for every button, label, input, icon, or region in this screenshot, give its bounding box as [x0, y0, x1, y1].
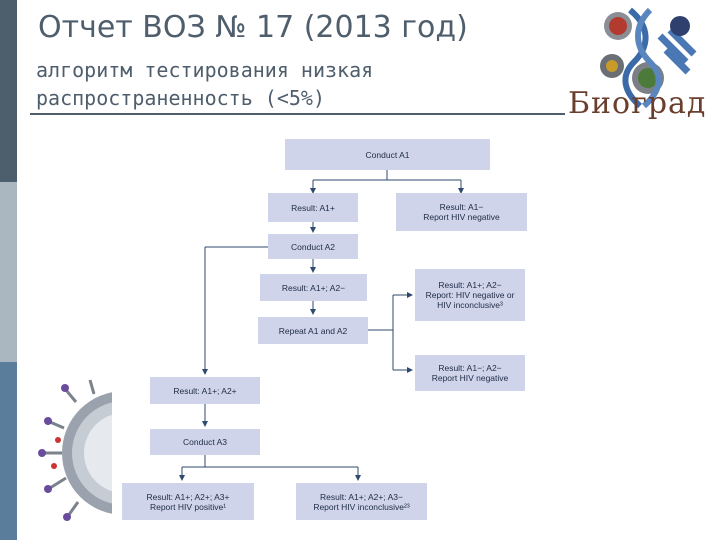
sidebar-stripe-light	[0, 182, 17, 362]
conduct-a2-box: Conduct A2	[268, 234, 358, 259]
result-positive-box: Result: A1+; A2+; A3+ Report HIV positiv…	[122, 483, 254, 520]
result-inconclusive-a3-line2: Report HIV inconclusive²³	[313, 501, 410, 512]
result-positive-line1: Result: A1+; A2+; A3+	[146, 491, 230, 502]
result-a1-positive-label: Result: A1+	[291, 202, 335, 213]
subtitle-line-2: распространенность (<5%)	[36, 86, 325, 110]
result-a1pos-a2neg-box: Result: A1+; A2−	[260, 274, 367, 301]
conduct-a1-box: Conduct A1	[285, 139, 490, 170]
virus-illustration-icon	[38, 379, 124, 521]
repeat-a1-a2-box: Repeat A1 and A2	[258, 317, 368, 344]
slide-title: Отчет ВОЗ № 17 (2013 год)	[38, 10, 468, 45]
result-a1-negative-line1: Result: A1−	[439, 202, 484, 212]
result-positive-line2: Report HIV positive¹	[149, 501, 227, 512]
result-inconclusive-line3: HIV inconclusive³	[437, 300, 503, 310]
sidebar-stripe-dark	[0, 0, 17, 182]
subtitle-line-1: алгоритм тестирования низкая	[36, 58, 374, 82]
repeat-a1-a2-label: Repeat A1 and A2	[278, 325, 348, 336]
result-inconclusive-a3-box: Result: A1+; A2+; A3− Report HIV inconcl…	[296, 483, 427, 520]
result-a1-negative-box: Result: A1− Report HIV negative	[396, 193, 527, 231]
result-a1a2-positive-label: Result: A1+; A2+	[173, 385, 237, 396]
result-a1-positive-box: Result: A1+	[268, 193, 358, 222]
biograd-logo-text: Биоград	[568, 86, 707, 121]
conduct-a1-label: Conduct A1	[365, 149, 410, 160]
sidebar-stripe-blue	[0, 362, 17, 540]
conduct-a3-label: Conduct A3	[183, 437, 227, 447]
result-both-negative-box: Result: A1−; A2− Report HIV negative	[415, 355, 525, 391]
conduct-a3-box: Conduct A3	[150, 429, 260, 455]
result-a1pos-a2neg-label: Result: A1+; A2−	[281, 282, 346, 293]
title-underline	[30, 113, 565, 115]
biograd-logo-icon	[600, 7, 697, 109]
result-both-negative-line2: Report HIV negative	[431, 373, 509, 383]
slide-subtitle: алгоритм тестирования низкая распростран…	[36, 56, 373, 112]
result-both-negative-line1: Result: A1−; A2−	[438, 363, 502, 373]
result-inconclusive-line1: Result: A1+; A2−	[438, 280, 502, 290]
result-inconclusive-box: Result: A1+; A2− Report: HIV negative or…	[415, 269, 525, 321]
result-a1-negative-line2: Report HIV negative	[423, 212, 500, 222]
result-a1a2-positive-box: Result: A1+; A2+	[150, 377, 260, 404]
result-inconclusive-a3-line1: Result: A1+; A2+; A3−	[320, 491, 403, 502]
conduct-a2-label: Conduct A2	[291, 241, 335, 252]
result-inconclusive-line2: Report: HIV negative or	[425, 290, 515, 300]
